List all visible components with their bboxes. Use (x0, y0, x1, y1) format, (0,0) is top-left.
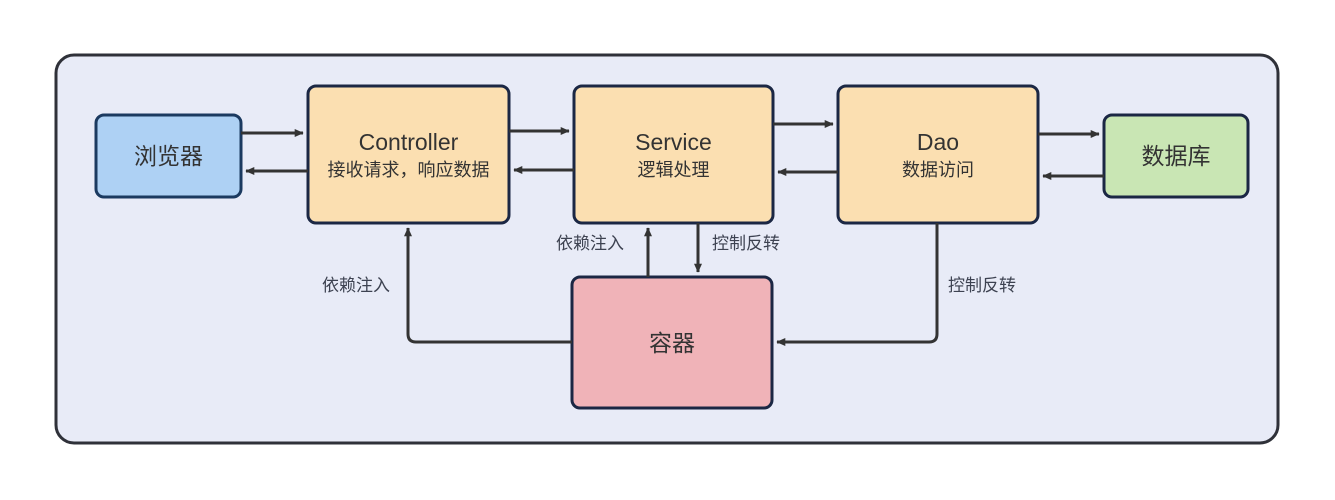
edge-label-inversion-of-control-right: 控制反转 (948, 276, 1016, 295)
edge-label-inversion-of-control-center: 控制反转 (712, 234, 780, 253)
database-node-shape[interactable] (1102, 113, 1250, 199)
controller-node-shape[interactable] (306, 84, 511, 225)
service-node-shape[interactable] (572, 84, 775, 225)
elbow-arrow-container-to-controller (404, 227, 572, 344)
browser-node-shape[interactable] (94, 113, 243, 199)
ioc-container-node-shape[interactable] (570, 275, 774, 410)
dao-node-shape[interactable] (836, 84, 1040, 225)
elbow-arrow-dao-to-container (776, 223, 939, 346)
edge-label-dependency-injection-center: 依赖注入 (556, 234, 624, 253)
edge-label-dependency-injection-left: 依赖注入 (322, 276, 390, 295)
